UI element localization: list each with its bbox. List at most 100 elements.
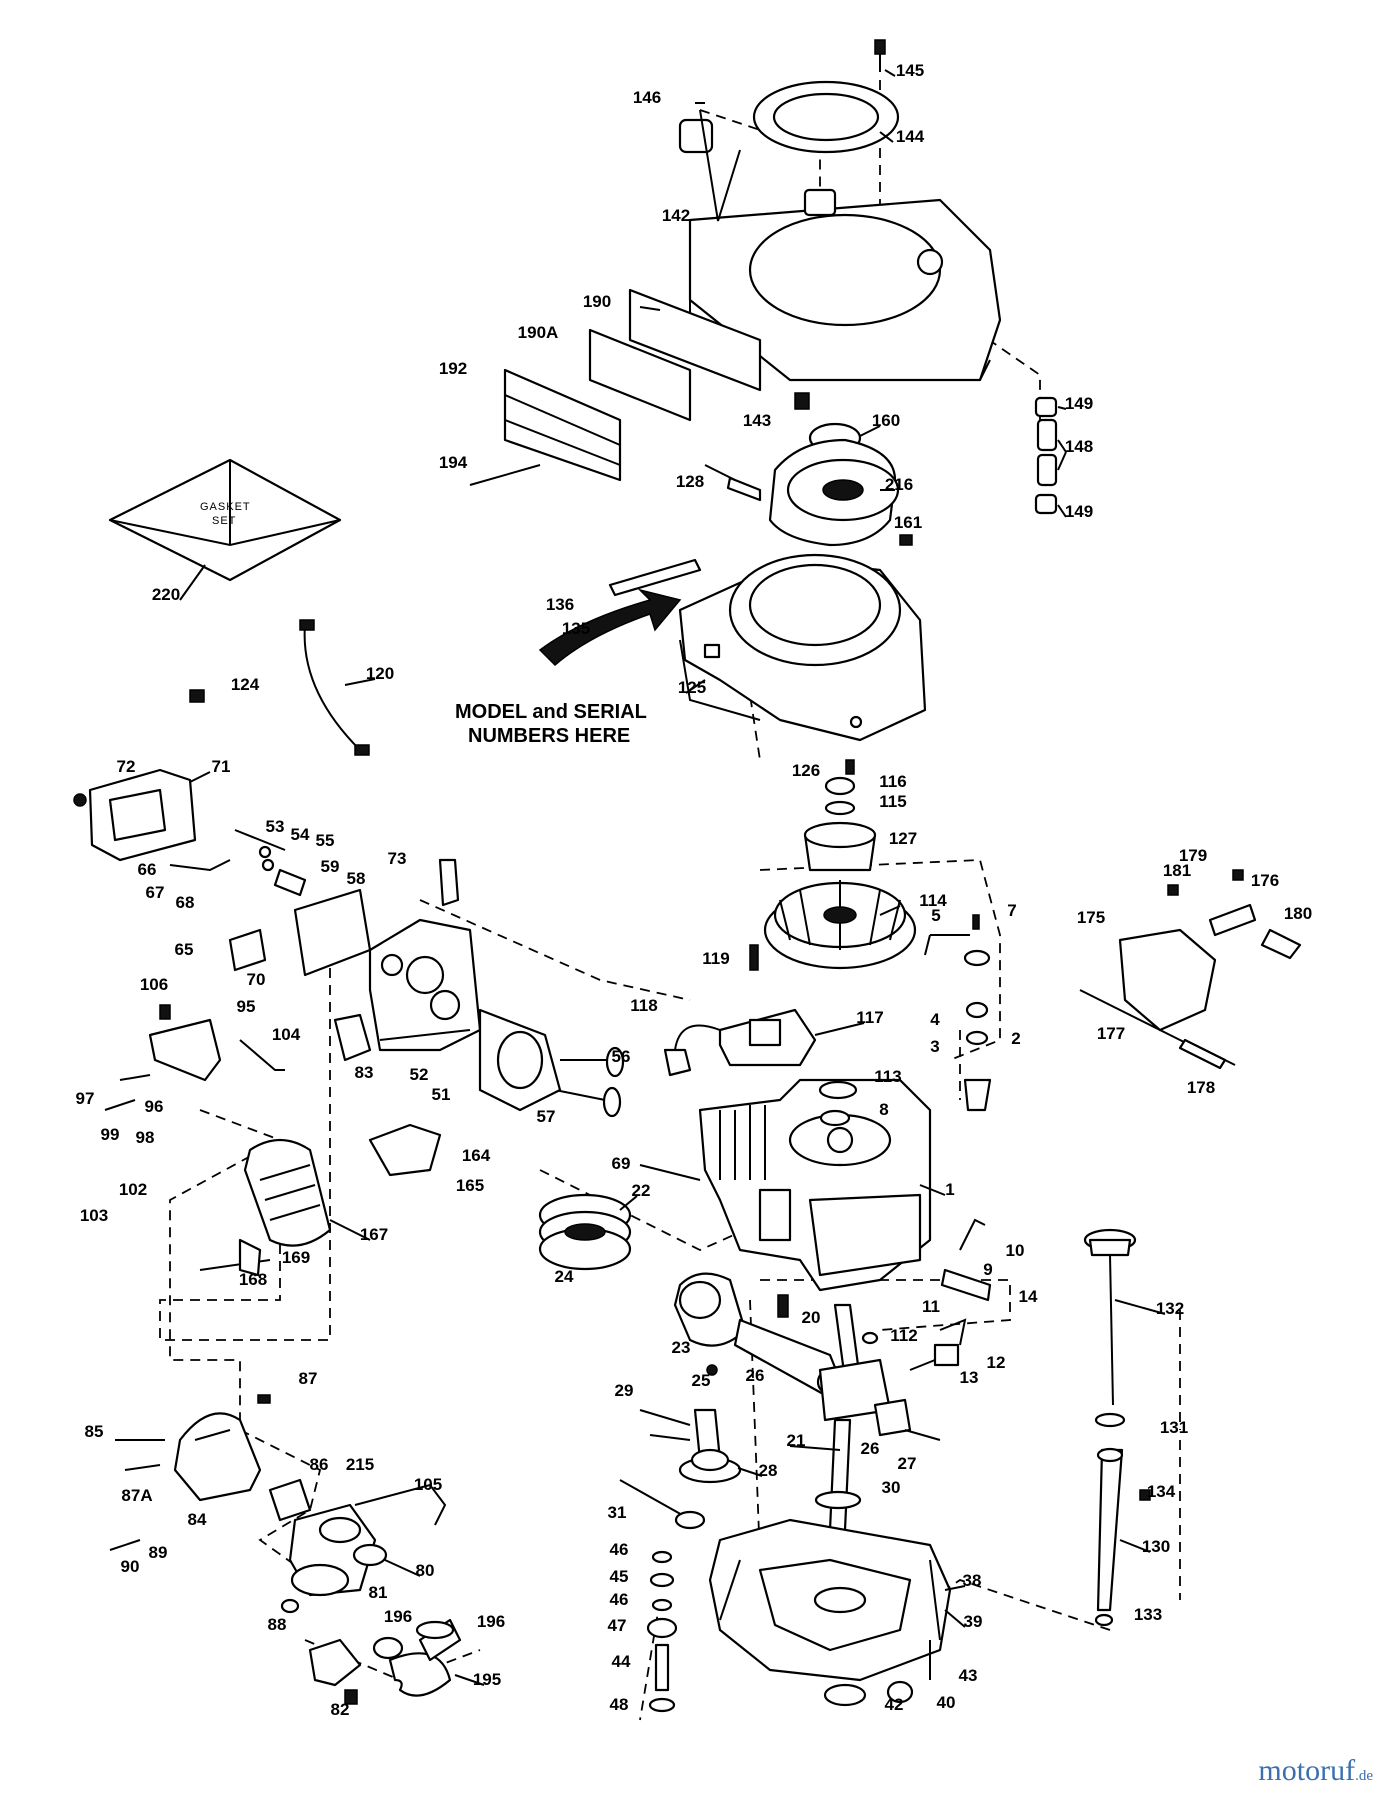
part-label-29: 29	[615, 1381, 634, 1400]
part-label-56: 56	[612, 1047, 631, 1066]
part-label-54: 54	[291, 825, 310, 844]
part-label-23: 23	[672, 1338, 691, 1357]
part-label-40: 40	[937, 1693, 956, 1712]
watermark: motoruf.de	[1258, 1754, 1373, 1788]
part-label-95: 95	[237, 997, 256, 1016]
part-label-87A: 87A	[121, 1486, 152, 1505]
part-label-132: 132	[1156, 1299, 1184, 1318]
sump-base	[708, 1518, 952, 1682]
part-label-13: 13	[960, 1368, 979, 1387]
gasket-label-line1: GASKET	[200, 501, 251, 513]
part-label-165: 165	[456, 1176, 484, 1195]
ground-wire	[189, 619, 370, 756]
gasket-label-line2: SET	[212, 515, 236, 527]
rewind-starter	[704, 422, 913, 547]
breather-tubes	[1034, 396, 1058, 515]
part-label-43: 43	[959, 1666, 978, 1685]
part-label-196: 196	[477, 1612, 505, 1631]
part-label-167: 167	[360, 1225, 388, 1244]
part-label-26: 26	[861, 1439, 880, 1458]
part-label-194: 194	[439, 453, 468, 472]
part-label-45: 45	[610, 1567, 629, 1586]
part-label-53: 53	[266, 817, 285, 836]
part-label-196: 196	[384, 1607, 412, 1626]
part-label-31: 31	[608, 1503, 627, 1522]
air-filter-elements	[469, 288, 810, 486]
part-label-120: 120	[366, 664, 394, 683]
part-label-190A: 190A	[518, 323, 559, 342]
model-serial-callout: MODEL and SERIAL NUMBERS HERE	[455, 701, 647, 747]
part-label-179: 179	[1179, 846, 1207, 865]
part-label-59: 59	[321, 857, 340, 876]
governor-bracket	[104, 1004, 285, 1111]
valves	[554, 1046, 701, 1181]
part-label-1: 1	[945, 1180, 954, 1199]
part-label-180: 180	[1284, 904, 1312, 923]
part-label-71: 71	[212, 757, 231, 776]
part-label-216: 216	[885, 475, 913, 494]
part-label-82: 82	[331, 1700, 350, 1719]
part-label-3: 3	[930, 1037, 939, 1056]
part-label-20: 20	[802, 1308, 821, 1327]
piston	[673, 1272, 747, 1376]
part-label-116: 116	[879, 772, 906, 791]
part-label-47: 47	[608, 1616, 627, 1635]
part-label-195: 195	[473, 1670, 501, 1689]
part-label-146: 146	[633, 88, 661, 107]
part-label-164: 164	[462, 1146, 491, 1165]
part-label-126: 126	[792, 761, 820, 780]
part-label-119: 119	[702, 949, 729, 968]
blower-housing	[538, 553, 927, 742]
part-label-190: 190	[583, 292, 611, 311]
governor-gear	[646, 1550, 678, 1713]
part-label-131: 131	[1160, 1418, 1188, 1437]
part-label-136: 136	[546, 595, 574, 614]
part-label-87: 87	[299, 1369, 318, 1388]
part-label-128: 128	[676, 472, 704, 491]
part-label-46: 46	[610, 1540, 629, 1559]
part-label-12: 12	[987, 1353, 1006, 1372]
part-label-73: 73	[388, 849, 407, 868]
part-label-22: 22	[632, 1181, 651, 1200]
engine-block	[698, 1078, 932, 1292]
part-label-83: 83	[355, 1063, 374, 1082]
part-label-176: 176	[1251, 871, 1279, 890]
piston-rings	[538, 1193, 632, 1271]
part-label-112: 112	[890, 1326, 917, 1345]
part-label-48: 48	[610, 1695, 629, 1714]
callout-line1: MODEL and SERIAL	[455, 701, 647, 723]
part-label-145: 145	[896, 61, 924, 80]
part-label-102: 102	[119, 1180, 147, 1199]
part-label-52: 52	[410, 1065, 429, 1084]
part-label-98: 98	[136, 1128, 155, 1147]
part-label-144: 144	[896, 127, 925, 146]
part-label-114: 114	[919, 891, 947, 910]
air-intake-hose	[308, 1618, 462, 1705]
part-label-80: 80	[416, 1561, 435, 1580]
part-label-149: 149	[1065, 502, 1093, 521]
part-label-5: 5	[931, 906, 940, 925]
part-label-90: 90	[121, 1557, 140, 1576]
part-label-7: 7	[1007, 901, 1016, 920]
part-label-81: 81	[369, 1583, 388, 1602]
part-label-96: 96	[145, 1097, 164, 1116]
part-label-177: 177	[1097, 1024, 1125, 1043]
part-label-192: 192	[439, 359, 467, 378]
governor-linkage	[777, 1218, 992, 1371]
part-label-89: 89	[149, 1543, 168, 1562]
part-label-65: 65	[175, 940, 194, 959]
part-label-84: 84	[188, 1510, 207, 1529]
part-label-118: 118	[630, 996, 657, 1015]
air-cleaner-cover	[678, 39, 1002, 382]
part-label-39: 39	[964, 1612, 983, 1631]
part-label-105: 105	[414, 1475, 442, 1494]
gasket-set-box: GASKET SET	[108, 458, 342, 582]
part-label-9: 9	[983, 1260, 992, 1279]
part-label-104: 104	[272, 1025, 301, 1044]
part-label-25: 25	[692, 1371, 711, 1390]
part-label-68: 68	[176, 893, 195, 912]
part-label-72: 72	[117, 757, 136, 776]
watermark-tld: .de	[1355, 1768, 1373, 1784]
